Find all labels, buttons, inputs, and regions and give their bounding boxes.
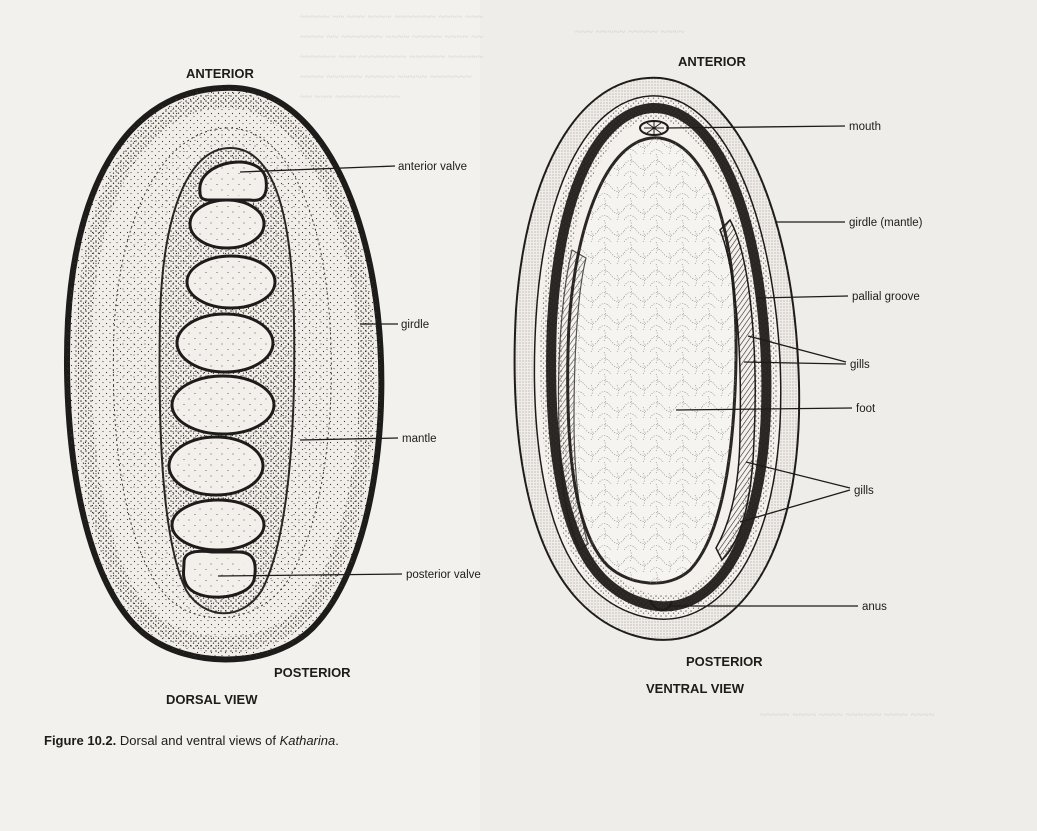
label-gills-lower: gills — [854, 485, 874, 497]
label-gills-upper: gills — [850, 359, 870, 371]
leader-mantle — [299, 437, 399, 441]
svg-text:~~~~ ~~~~~~ ~~~~~ ~~~~~ ~~~~~~: ~~~~ ~~~~~~ ~~~~~ ~~~~~ ~~~~~~~ — [300, 71, 472, 83]
label-mantle: mantle — [402, 433, 437, 445]
label-anterior-valve: anterior valve — [398, 161, 467, 173]
caption-text: Dorsal and ventral views of — [119, 733, 276, 748]
leader-pallial-groove — [755, 295, 849, 299]
ventral-diagram: ANTERIOR POSTERIOR VENTRAL VIEW mouth gi… — [513, 54, 923, 696]
ventral-leader-lines — [665, 125, 858, 607]
svg-text:~~~~ ~~ ~~~~~~~ ~~~~ ~~~~~ ~~~: ~~~~ ~~ ~~~~~~~ ~~~~ ~~~~~ ~~~~ ~~ — [300, 31, 483, 43]
svg-text:~~ ~~~ ~~~~~~~~~~~: ~~ ~~~ ~~~~~~~~~~~ — [300, 91, 401, 103]
caption-number: Figure 10.2. — [44, 733, 117, 748]
leader-foot — [675, 407, 853, 411]
ventral-view-label: VENTRAL VIEW — [646, 681, 745, 696]
label-foot: foot — [856, 403, 876, 415]
svg-text:~~~~~~ ~~~ ~~~~~~~~ ~~~~~~ ~~~: ~~~~~~ ~~~ ~~~~~~~~ ~~~~~~ ~~~~~~ — [300, 51, 484, 63]
dorsal-anterior-label: ANTERIOR — [186, 66, 255, 81]
caption-species: Katharina — [279, 733, 336, 748]
dorsal-posterior-label: POSTERIOR — [274, 665, 351, 680]
dorsal-diagram: ANTERIOR POSTERIOR DORSAL VIEW anterior … — [63, 66, 481, 707]
leader-gills-lower-a — [745, 461, 851, 489]
gills-right-row — [715, 218, 756, 562]
label-girdle: girdle — [401, 319, 429, 331]
svg-text:~~~ ~~~~~ ~~~~~ ~~~~: ~~~ ~~~~~ ~~~~~ ~~~~ — [575, 26, 684, 38]
caption-end: . — [335, 733, 339, 748]
ventral-posterior-label: POSTERIOR — [686, 654, 763, 669]
label-girdle-mantle: girdle (mantle) — [849, 217, 923, 229]
leader-gills-upper-a — [747, 335, 847, 363]
label-mouth: mouth — [849, 121, 881, 133]
mouth — [639, 120, 669, 136]
svg-text:~~~~~ ~~~~ ~~~~ ~~~~~~ ~~~~ ~~: ~~~~~ ~~~~ ~~~~ ~~~~~~ ~~~~ ~~~~ — [760, 709, 934, 721]
label-pallial-groove: pallial groove — [852, 291, 920, 303]
leader-gills-lower-b — [739, 489, 851, 523]
gills-left-row — [557, 249, 589, 551]
label-anus: anus — [862, 601, 887, 613]
figure-caption: Figure 10.2. Dorsal and ventral views of… — [44, 733, 339, 748]
anus — [648, 599, 674, 612]
dorsal-view-label: DORSAL VIEW — [166, 692, 258, 707]
leader-gills-upper-b — [743, 361, 847, 365]
dorsal-leader-lines — [217, 165, 403, 577]
svg-text:~~~~~ ~~ ~~~ ~~~~ ~~~~~~~ ~~~~: ~~~~~ ~~ ~~~ ~~~~ ~~~~~~~ ~~~~ ~~~ — [300, 11, 483, 23]
leader-posterior-valve — [217, 573, 403, 577]
leader-anterior-valve — [239, 165, 396, 173]
label-posterior-valve: posterior valve — [406, 569, 481, 581]
leader-mouth — [665, 125, 846, 129]
ventral-anterior-label: ANTERIOR — [678, 54, 747, 69]
